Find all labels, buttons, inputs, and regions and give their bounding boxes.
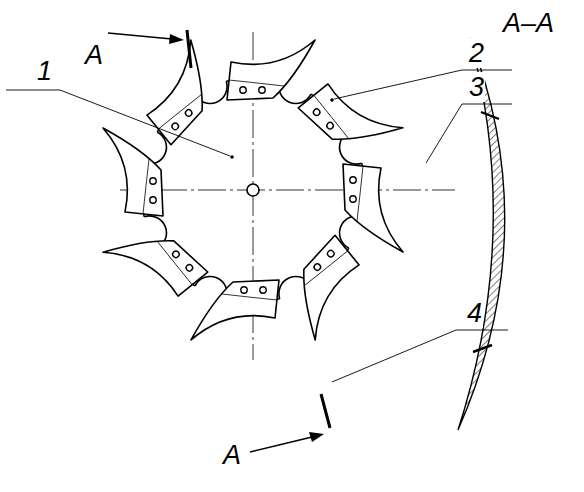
leader-dot — [230, 155, 234, 159]
rivet — [473, 345, 492, 352]
rivet — [481, 112, 499, 119]
section-letter: A — [84, 40, 104, 70]
section-line — [321, 394, 330, 428]
callout-number: 3 — [468, 72, 485, 102]
leader-dot — [330, 98, 334, 102]
center-line — [120, 190, 455, 191]
leader-line — [334, 70, 512, 99]
section-letter: A — [222, 440, 242, 470]
leader-line — [426, 104, 512, 163]
section-line — [187, 30, 191, 68]
callout-number: 4 — [466, 298, 483, 328]
leader-line — [6, 90, 230, 156]
section-arrow — [108, 33, 172, 39]
arrowhead — [169, 34, 184, 44]
arrowhead — [309, 432, 324, 442]
disc — [103, 40, 403, 340]
callout-number: 2 — [468, 38, 485, 68]
section-arrow — [250, 437, 312, 452]
section-view — [458, 38, 505, 430]
callout-number: 1 — [36, 56, 53, 86]
leader-line — [332, 330, 508, 382]
section-title: A–A — [502, 8, 555, 38]
